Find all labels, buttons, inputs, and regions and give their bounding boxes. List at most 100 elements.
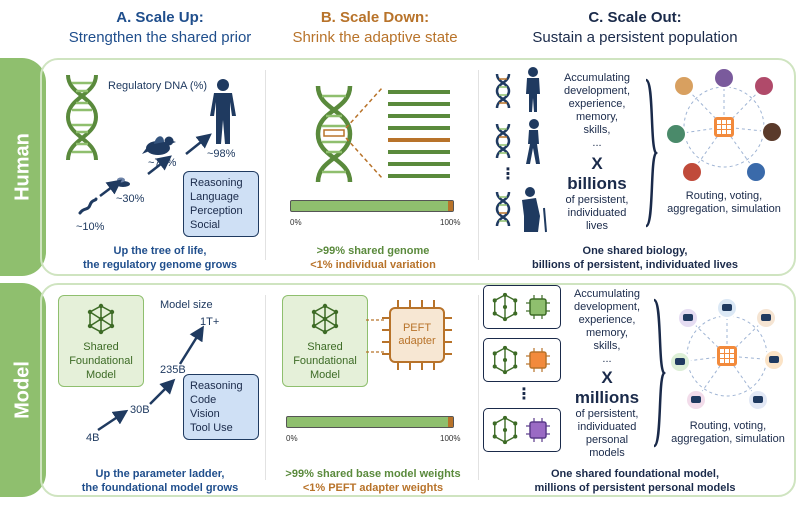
multiplier-x: X <box>591 154 603 173</box>
capability-item: Social <box>190 219 220 231</box>
walking-person-icon <box>526 119 540 164</box>
routing-caption: Routing, voting, aggregation, simulation <box>664 190 784 216</box>
dna-helix-icon <box>65 74 99 161</box>
list-line: development, <box>573 301 641 313</box>
model-size-label: Model size <box>160 299 213 311</box>
persistent-models-text: of persistent, individuated personal mod… <box>562 408 652 460</box>
list-line: individuated <box>567 207 627 219</box>
peft-adapter-chip-icon <box>382 300 452 370</box>
caption-model-c: One shared foundational model, millions … <box>480 467 790 495</box>
caption-line: <1% individual variation <box>310 259 436 271</box>
caption-model-b: >99% shared base model weights <1% PEFT … <box>268 467 478 495</box>
box-line: Foundational <box>69 355 133 367</box>
zoom-lines <box>345 87 450 179</box>
human-network-graph <box>665 67 783 183</box>
shared-foundational-model-box: Shared Foundational Model <box>282 295 368 387</box>
adapter-line: PEFT <box>402 322 432 334</box>
caption-line: aggregation, simulation <box>671 433 785 445</box>
personal-model-card <box>483 408 561 452</box>
chip-icon <box>526 348 550 372</box>
list-line: skills, <box>593 340 621 352</box>
caption-line: millions of persistent personal models <box>534 482 736 494</box>
bar-end-label: 100% <box>440 434 461 443</box>
step-value: 1T+ <box>200 316 220 328</box>
list-line: models <box>589 447 625 459</box>
caption-human-c: One shared biology, billions of persiste… <box>480 244 790 272</box>
row-label-model-text: Model <box>11 361 34 419</box>
column-c-title: C. Scale Out: <box>588 9 682 26</box>
divider <box>478 70 479 260</box>
list-line: ... <box>602 353 612 365</box>
multiplier-x: X <box>601 368 613 387</box>
model-network-graph <box>669 297 785 411</box>
adapter-weights-segment <box>448 417 453 427</box>
growth-arrows <box>99 133 212 197</box>
capability-item: Vision <box>190 408 220 420</box>
personal-model-card <box>483 338 561 382</box>
box-line: Model <box>86 369 116 381</box>
capability-item: Reasoning <box>190 380 243 392</box>
list-line: memory, <box>586 327 628 339</box>
caption-line: the foundational model grows <box>81 482 239 494</box>
shared-foundational-model-box: Shared Foundational Model <box>58 295 144 387</box>
network-icon <box>492 415 518 445</box>
network-icon <box>492 345 518 375</box>
caption-model-a: Up the parameter ladder, the foundationa… <box>55 467 265 495</box>
divider <box>478 295 479 480</box>
step-value: ~98% <box>207 148 236 160</box>
human-row-panel <box>40 58 796 276</box>
dna-helix-icon <box>315 85 353 183</box>
bird-icon <box>142 136 176 155</box>
column-a-subtitle: Strengthen the shared prior <box>68 29 252 46</box>
network-icon <box>311 303 339 335</box>
column-a-header: A. Scale Up: Strengthen the shared prior <box>60 8 260 48</box>
caption-line: Routing, voting, <box>689 420 767 432</box>
divider <box>265 70 266 260</box>
column-c-header: C. Scale Out: Sustain a persistent popul… <box>500 8 770 48</box>
growth-arrows <box>97 325 204 432</box>
caption-line: <1% PEFT adapter weights <box>302 482 444 494</box>
step-value: ~10% <box>76 221 105 233</box>
dna-helix-icon <box>495 191 511 227</box>
step-value: ~30% <box>116 193 145 205</box>
list-line: experience, <box>578 314 636 326</box>
personal-model-card <box>483 285 561 329</box>
column-b-subtitle: Shrink the adaptive state <box>292 29 458 46</box>
capability-item: Reasoning <box>190 177 243 189</box>
step-value: ~70% <box>148 157 177 169</box>
row-label-model: Model <box>0 283 46 497</box>
column-b-header: B. Scale Down: Shrink the adaptive state <box>270 8 480 48</box>
column-a-title: A. Scale Up: <box>116 9 204 26</box>
network-icon <box>87 303 115 335</box>
step-value: 235B <box>160 364 186 376</box>
step-value: 30B <box>130 404 150 416</box>
brace-icon <box>644 78 658 228</box>
caption-line: Routing, voting, <box>685 190 763 202</box>
list-line: personal <box>585 434 629 446</box>
model-row-panel <box>40 283 796 497</box>
ellipsis: ⋮ <box>516 386 532 403</box>
caption-line: One shared biology, <box>582 245 688 257</box>
capability-item: Tool Use <box>190 422 233 434</box>
shared-genome-bar <box>290 200 454 212</box>
regulatory-dna-label: Regulatory DNA (%) <box>108 80 208 92</box>
list-line: lives <box>585 220 608 232</box>
adapter-line: adapter <box>398 335 436 347</box>
elderly-person-icon <box>522 187 547 233</box>
box-line: Foundational <box>293 355 357 367</box>
bar-start-label: 0% <box>286 434 298 443</box>
accumulating-list: Accumulating development, experience, me… <box>552 72 642 150</box>
worm-icon <box>78 197 98 215</box>
capabilities-box: Reasoning Language Perception Social <box>183 171 259 237</box>
list-line: Accumulating <box>563 72 631 84</box>
connector-lines <box>366 319 384 353</box>
divider <box>265 295 266 480</box>
population-count: millions <box>574 388 640 407</box>
dna-helix-icon <box>495 73 511 109</box>
list-line: memory, <box>576 111 618 123</box>
list-line: development, <box>563 85 631 97</box>
caption-human-b: >99% shared genome <1% individual variat… <box>268 244 478 272</box>
peft-adapter-label: PEFT adapter <box>390 322 444 348</box>
shared-weights-bar <box>286 416 454 428</box>
network-icon <box>492 292 518 322</box>
